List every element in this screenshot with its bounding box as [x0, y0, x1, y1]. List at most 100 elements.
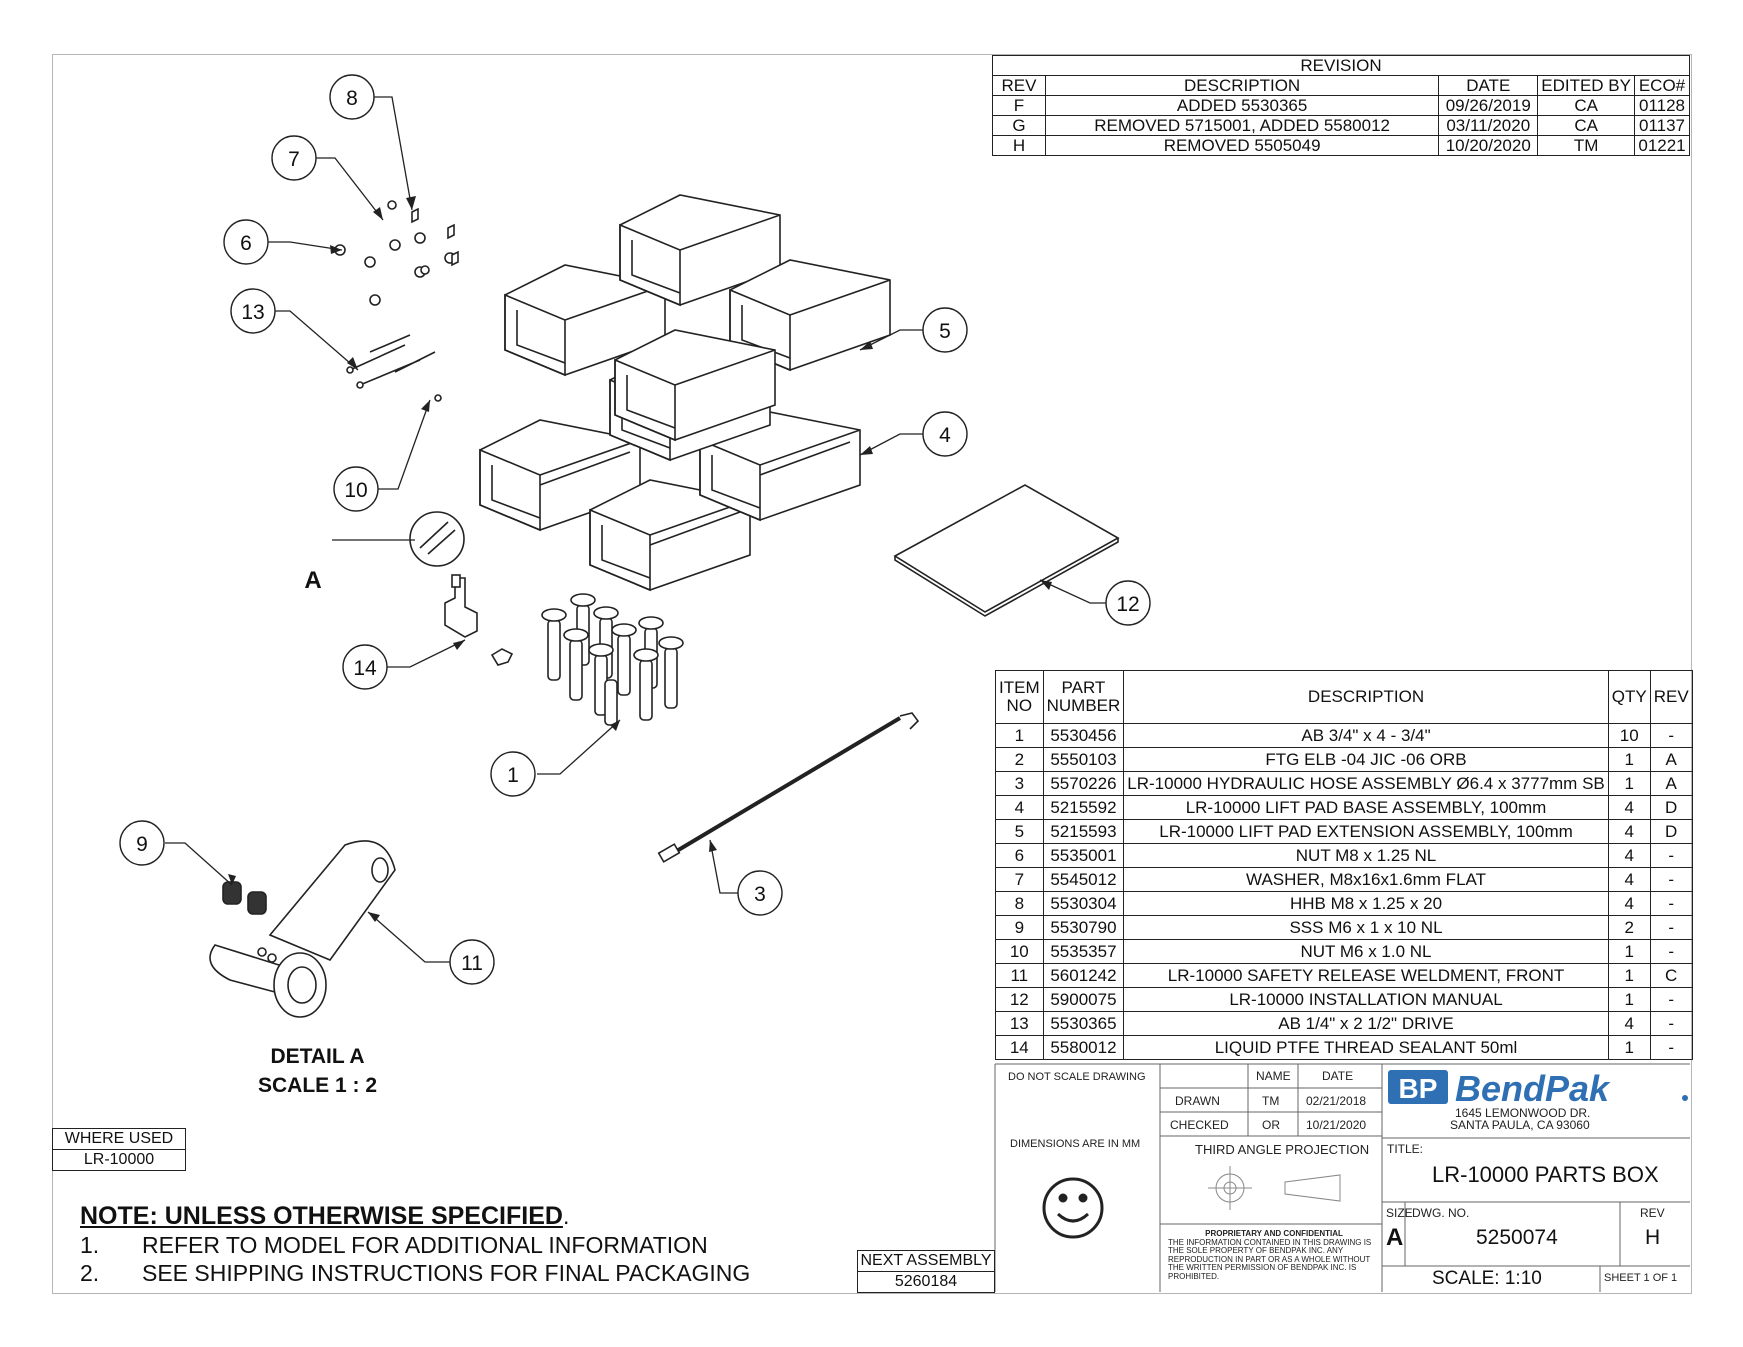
proprietary-notice: PROPRIETARY AND CONFIDENTIAL THE INFORMA… — [1168, 1229, 1380, 1281]
tb-col-name: NAME — [1256, 1069, 1291, 1083]
bom-cell: 5530790 — [1042, 915, 1125, 940]
detail-scale: SCALE 1 : 2 — [257, 1074, 378, 1097]
balloon-10 — [333, 466, 379, 512]
bom-cell: SSS M6 x 1 x 10 NL — [1123, 915, 1609, 940]
bom-cell: 10 — [1607, 723, 1651, 748]
revision-header-eco: ECO# — [1634, 75, 1690, 96]
balloon-label-5: 5 — [939, 320, 951, 343]
bom-header-part-number: PART NUMBER — [1042, 670, 1125, 724]
bom-cell: 2 — [995, 747, 1044, 772]
balloon-1 — [490, 751, 536, 797]
logo-text: BendPak — [1455, 1068, 1611, 1109]
bom-header-row: ITEM NO PART NUMBER DESCRIPTION QTY REV — [995, 670, 1693, 724]
bom-cell: 5530304 — [1042, 891, 1125, 916]
bom-cell: 13 — [995, 1011, 1044, 1036]
bom-cell: 1 — [1607, 987, 1651, 1012]
bom-cell: LR-10000 SAFETY RELEASE WELDMENT, FRONT — [1123, 963, 1609, 988]
revision-header-rev: REV — [992, 75, 1046, 96]
bom-cell: 4 — [1607, 843, 1651, 868]
projection-label: THIRD ANGLE PROJECTION — [1195, 1142, 1370, 1157]
next-assembly-label: NEXT ASSEMBLY — [860, 1252, 992, 1269]
bom-cell: 6 — [995, 843, 1044, 868]
balloon-label-10: 10 — [344, 479, 367, 502]
hydraulic-hose — [657, 712, 920, 863]
pad-box-ext-4 — [614, 329, 776, 442]
proprietary-line: PROHIBITED. — [1168, 1271, 1220, 1281]
dwg-no-label: DWG. NO. — [1412, 1206, 1470, 1220]
bom-cell: 1 — [1607, 771, 1651, 796]
bom-cell: FTG ELB -04 JIC -06 ORB — [1123, 747, 1609, 772]
rev-label: REV — [1640, 1206, 1665, 1220]
bom-header-item: ITEM NO — [995, 670, 1044, 724]
balloon-12 — [1105, 580, 1151, 626]
balloon-9 — [119, 820, 165, 866]
bom-cell: 5215592 — [1042, 795, 1125, 820]
revision-cell: 01128 — [1634, 95, 1690, 116]
bom-cell: - — [1649, 987, 1693, 1012]
bom-cell: - — [1649, 867, 1693, 892]
bom-cell: 5530456 — [1042, 723, 1125, 748]
bom-cell: 1 — [1607, 1035, 1651, 1060]
bom-cell: 5900075 — [1042, 987, 1125, 1012]
balloon-13 — [230, 288, 276, 334]
revision-cell: REMOVED 5505049 — [1044, 135, 1440, 156]
revision-cell: CA — [1537, 95, 1635, 116]
leader-lines — [165, 96, 1106, 963]
checked-label: CHECKED — [1170, 1118, 1229, 1132]
tb-col-date: DATE — [1322, 1069, 1354, 1083]
note-number: 2. — [80, 1260, 100, 1286]
bom-cell: 1 — [995, 723, 1044, 748]
balloon-4 — [922, 411, 968, 457]
revision-cell: CA — [1537, 115, 1635, 136]
scale-value: SCALE: 1:10 — [1432, 1268, 1542, 1289]
bom-cell: AB 1/4" x 2 1/2" DRIVE — [1123, 1011, 1609, 1036]
projection-symbol — [1208, 1166, 1341, 1210]
bom-cell: 5601242 — [1042, 963, 1125, 988]
revision-cell: TM — [1537, 135, 1635, 156]
bom-cell: 4 — [1607, 867, 1651, 892]
leader-arrowheads — [228, 196, 1052, 922]
bendpak-logo: BP BendPak — [1388, 1068, 1688, 1109]
note-item: 1.REFER TO MODEL FOR ADDITIONAL INFORMAT… — [80, 1232, 750, 1259]
revision-row: F ADDED 5530365 09/26/2019 CA 01128 — [992, 95, 1690, 116]
balloon-label-12: 12 — [1116, 593, 1139, 616]
bom-cell: LR-10000 LIFT PAD BASE ASSEMBLY, 100mm — [1123, 795, 1609, 820]
bom-cell: 5545012 — [1042, 867, 1125, 892]
detail-a-label: DETAIL A SCALE 1 : 2 — [230, 1042, 405, 1100]
title-label: TITLE: — [1387, 1142, 1424, 1156]
bom-cell: LR-10000 INSTALLATION MANUAL — [1123, 987, 1609, 1012]
bom-cell: 12 — [995, 987, 1044, 1012]
lift-pad-assemblies — [479, 194, 891, 592]
detail-a-view — [209, 840, 396, 1018]
bom-cell: 8 — [995, 891, 1044, 916]
bom-cell: A — [1649, 747, 1693, 772]
checked-name: OR — [1262, 1118, 1280, 1132]
revision-header-row: REV DESCRIPTION DATE EDITED BY ECO# — [992, 75, 1690, 96]
revision-cell: F — [992, 95, 1046, 116]
revision-header-edited-by: EDITED BY — [1537, 75, 1635, 96]
note-number: 1. — [80, 1232, 100, 1258]
balloon-label-11: 11 — [461, 952, 483, 975]
bom-cell: 2 — [1607, 915, 1651, 940]
revision-cell: 10/20/2020 — [1438, 135, 1539, 156]
balloon-11 — [449, 939, 495, 985]
revision-cell: G — [992, 115, 1046, 136]
bom-cell: 4 — [1607, 1011, 1651, 1036]
bom-cell: 3 — [995, 771, 1044, 796]
balloon-8 — [329, 74, 375, 120]
bom-cell: - — [1649, 891, 1693, 916]
bom-cell: 9 — [995, 915, 1044, 940]
balloons — [119, 74, 1151, 985]
balloon-label-9: 9 — [136, 833, 148, 856]
sealant-cap — [451, 574, 461, 588]
bom-cell: A — [1649, 771, 1693, 796]
revision-cell: REMOVED 5715001, ADDED 5580012 — [1044, 115, 1440, 136]
where-used-box: WHERE USED LR-10000 — [52, 1128, 186, 1171]
revision-row: G REMOVED 5715001, ADDED 5580012 03/11/2… — [992, 115, 1690, 136]
bom-cell: 5535001 — [1042, 843, 1125, 868]
